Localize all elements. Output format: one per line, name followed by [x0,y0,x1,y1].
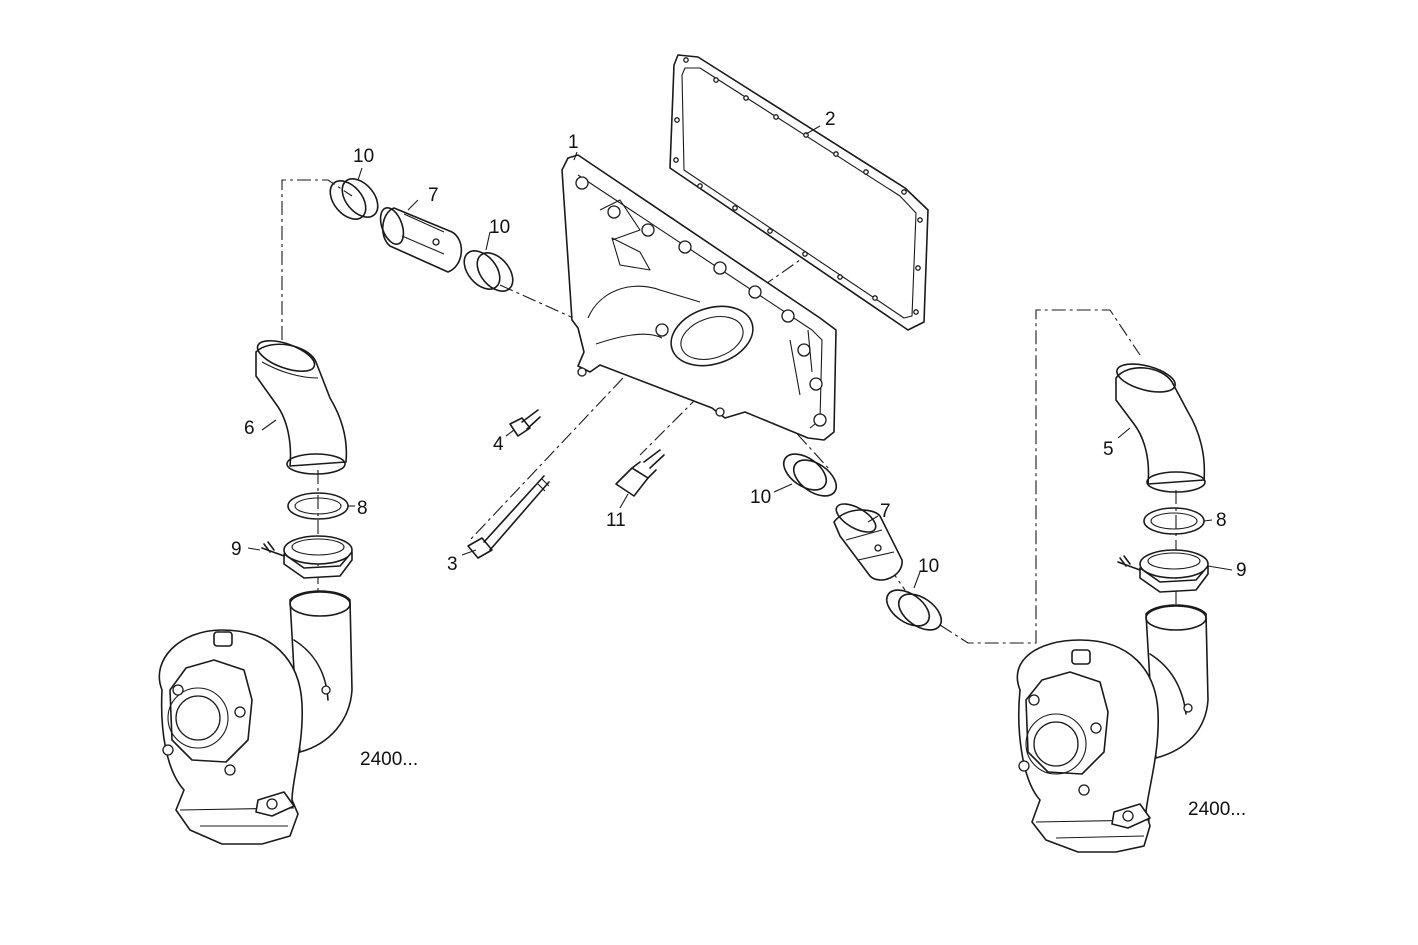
o-ring-part-8-right [1143,507,1205,535]
callout-2: 2 [825,109,836,130]
leader-lines [247,125,1233,589]
callout-6: 6 [244,418,255,439]
callout-labels: 1 2 3 4 5 6 7 7 8 8 9 9 10 10 10 10 11 2… [231,109,1247,820]
turbocharger-left [158,590,353,845]
turbocharger-right [1016,604,1209,853]
manifold-part-1 [561,154,837,441]
callout-8-left: 8 [357,498,368,519]
callout-8-right: 8 [1216,510,1227,531]
elbow-pipe-part-6 [255,339,348,475]
callout-3: 3 [447,554,458,575]
callout-5: 5 [1103,439,1114,460]
seal-ring-10-lower-mid [782,453,838,497]
callout-11: 11 [606,510,626,531]
sleeve-part-7-lower [833,503,903,581]
callout-7-upper: 7 [428,185,439,206]
callout-4: 4 [493,434,504,455]
callout-1: 1 [568,132,579,153]
callout-9-right: 9 [1236,560,1247,581]
callout-10-upper-left: 10 [353,146,374,167]
reference-turbo-right: 2400... [1188,799,1246,820]
sleeve-part-7-upper [379,207,463,273]
seal-ring-10-upper-mid [463,250,514,292]
callout-10-lower-right: 10 [918,556,939,577]
gasket-part-2 [669,54,929,331]
callout-10-upper-mid: 10 [489,217,510,238]
callout-10-lower-mid: 10 [750,487,771,508]
bolt-part-4 [509,409,541,437]
reference-turbo-left: 2400... [360,749,418,770]
bolt-part-3 [467,475,550,559]
v-clamp-part-9-left [261,535,353,579]
spacer-part-11 [615,449,665,497]
elbow-pipe-part-5 [1115,363,1206,493]
seal-ring-10-upper-left [329,178,379,220]
callout-9-left: 9 [231,539,242,560]
v-clamp-part-9-right [1117,549,1209,593]
seal-ring-10-lower-right [885,589,943,631]
callout-7-lower: 7 [880,501,891,522]
